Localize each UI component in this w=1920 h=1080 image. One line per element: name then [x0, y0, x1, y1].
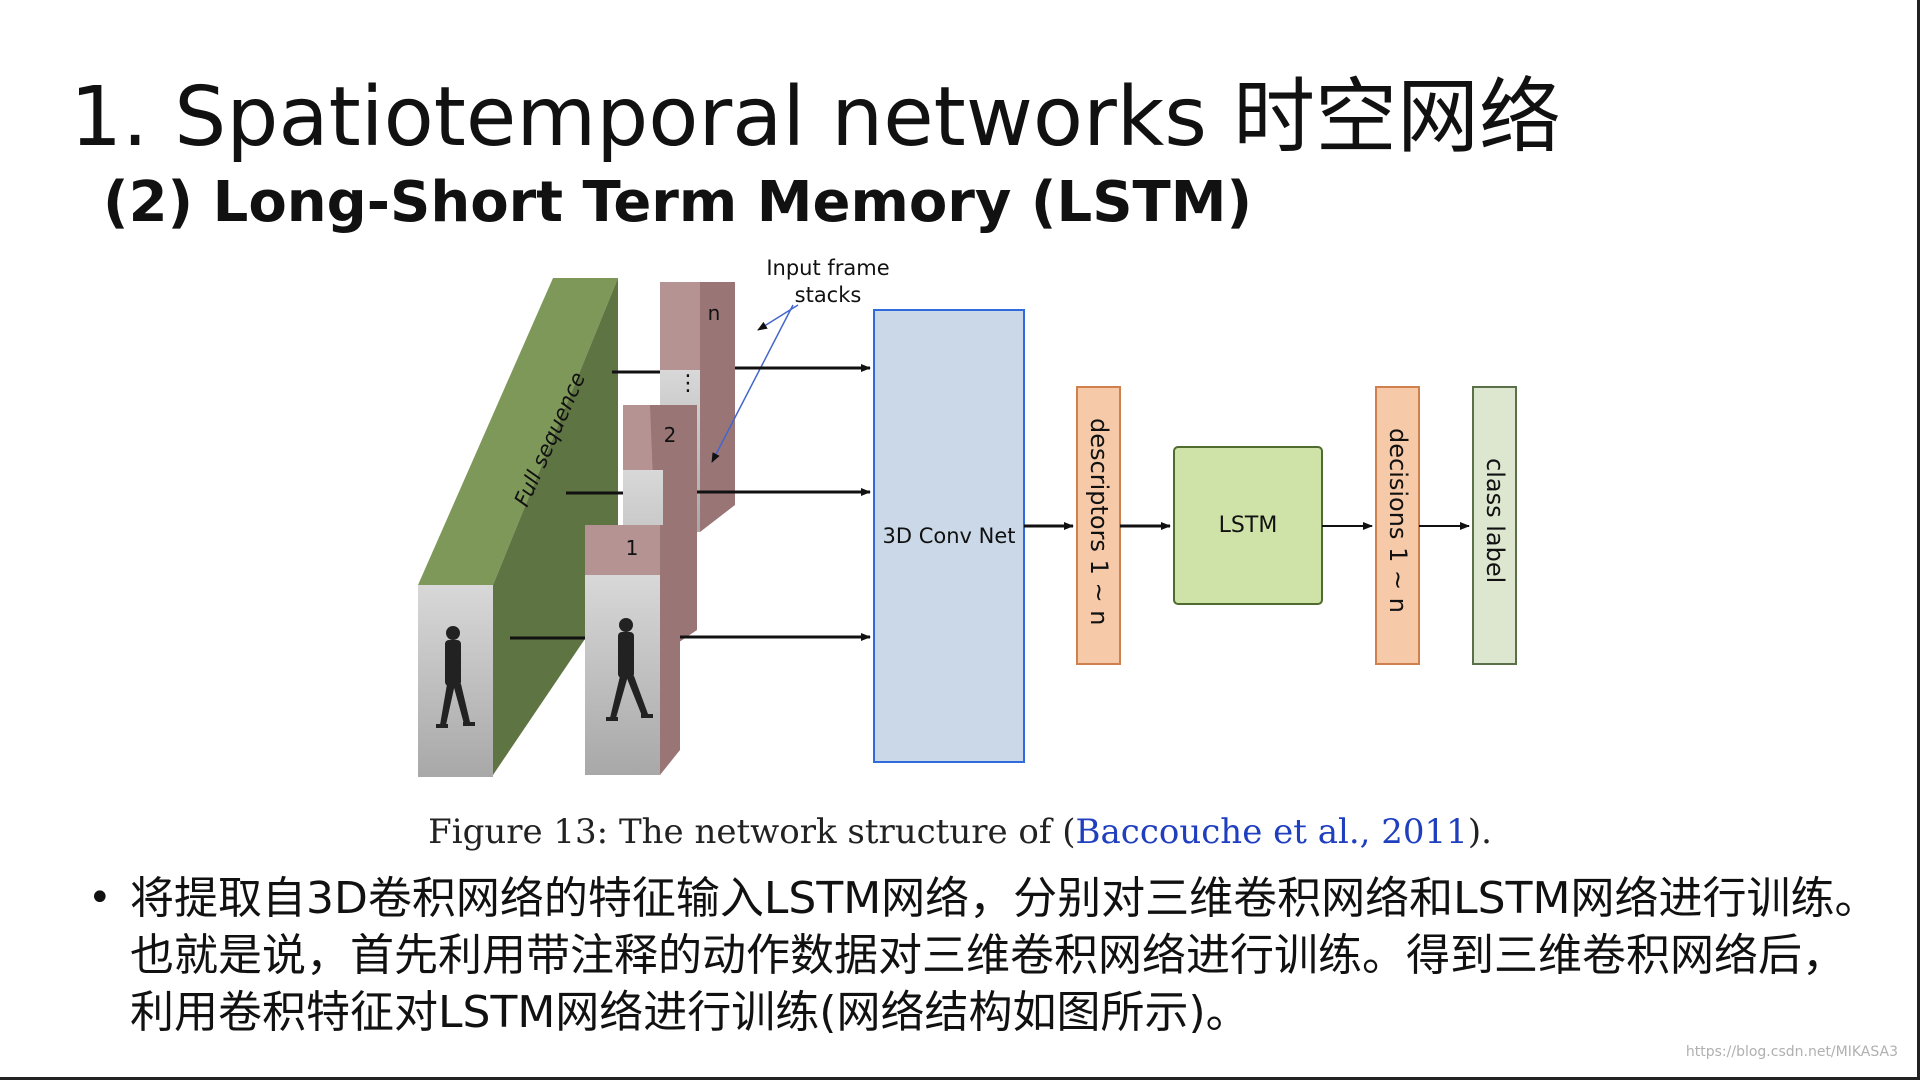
decisions-label: decisions 1 ~ n — [1384, 428, 1412, 613]
conv-net-label: 3D Conv Net — [883, 524, 1016, 548]
figure-caption: Figure 13: The network structure of (Bac… — [0, 812, 1920, 852]
caption-citation-link[interactable]: Baccouche et al., 2011 — [1075, 812, 1468, 852]
frame-stack-dots: ⋮ — [677, 371, 699, 396]
pointer-line-n — [757, 304, 799, 331]
descriptors-box — [1076, 386, 1121, 665]
frame-stack-1-side — [660, 525, 680, 775]
bullet-text: 将提取自3D卷积网络的特征输入LSTM网络，分别对三维卷积网络和LSTM网络进行… — [130, 873, 1879, 1038]
bottom-border — [0, 1077, 1920, 1080]
person-figure-icon — [436, 626, 475, 728]
caption-suffix: ). — [1467, 812, 1492, 852]
bullet-marker: • — [88, 875, 112, 921]
frame-stack-1: 1 — [585, 525, 680, 775]
full-sequence-front-face — [418, 278, 618, 585]
watermark: https://blog.csdn.net/MIKASA3 — [1685, 1044, 1898, 1060]
person-figure-icon — [606, 618, 653, 721]
slide-title: 1. Spatiotemporal networks 时空网络 — [70, 70, 1562, 165]
class-label-box — [1472, 386, 1517, 665]
conv-net-box — [873, 309, 1025, 763]
bullet-paragraph: • 将提取自3D卷积网络的特征输入LSTM网络，分别对三维卷积网络和LSTM网络… — [88, 870, 1888, 1041]
caption-prefix: Figure 13: The network structure of ( — [428, 812, 1076, 852]
full-sequence-block: Full sequence — [418, 278, 618, 777]
frame-label-1: 1 — [626, 536, 639, 560]
full-sequence-side-face — [493, 278, 618, 775]
pointer-line-2 — [711, 304, 794, 463]
frame-label-2: 2 — [664, 423, 677, 447]
class-label: class label — [1481, 458, 1509, 583]
frame-stack-n-side — [700, 282, 735, 532]
decisions-box — [1375, 386, 1420, 665]
frame-label-n: n — [708, 301, 721, 325]
input-frame-label-line2: stacks — [795, 283, 862, 307]
right-border — [1917, 0, 1920, 1080]
slide-subtitle: (2) Long-Short Term Memory (LSTM) — [103, 170, 1253, 235]
descriptors-label: descriptors 1 ~ n — [1085, 418, 1113, 625]
lstm-label: LSTM — [1219, 513, 1278, 538]
input-frame-label-line1: Input frame — [766, 256, 889, 280]
